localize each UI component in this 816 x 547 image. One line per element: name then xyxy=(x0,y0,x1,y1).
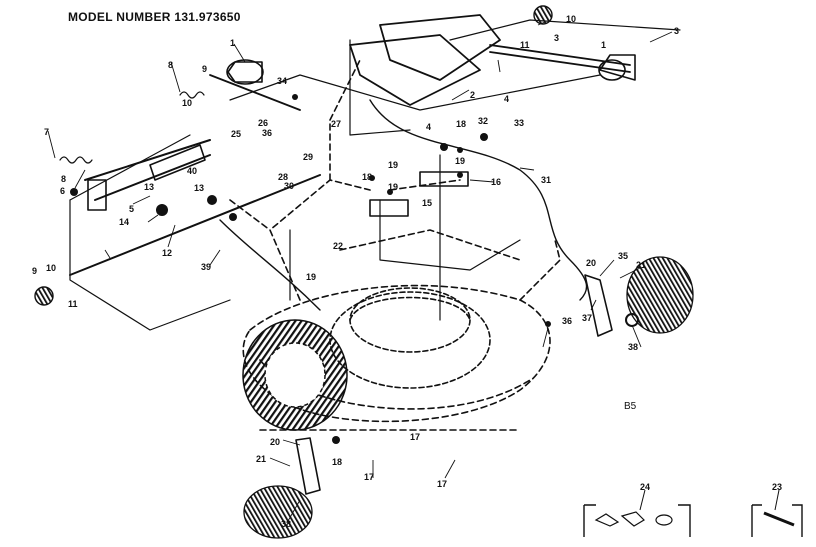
callout-label: 40 xyxy=(187,166,198,176)
callout-label: 21 xyxy=(636,260,647,270)
callout-label: 28 xyxy=(278,172,289,182)
handle-assembly xyxy=(209,14,631,111)
callout-label: 39 xyxy=(201,262,212,272)
callout-label: 24 xyxy=(640,482,651,492)
callout-label: 18 xyxy=(332,457,343,467)
springs xyxy=(59,91,205,164)
callout-label: 38 xyxy=(628,342,639,352)
bushings xyxy=(226,54,636,85)
callout-label: 22 xyxy=(333,241,344,251)
parts-boxes xyxy=(583,489,803,537)
callout-label: 36 xyxy=(262,128,273,138)
callout-label: 19 xyxy=(455,156,466,166)
callout-label: 21 xyxy=(256,454,267,464)
wheel-cap-left xyxy=(34,286,54,306)
frame-outline xyxy=(69,19,681,331)
brackets xyxy=(87,144,613,495)
callout-label: 17 xyxy=(437,479,448,489)
callout-label: 2 xyxy=(470,90,476,100)
callout-label: 4 xyxy=(504,94,510,104)
callout-label: 14 xyxy=(119,217,130,227)
section-reference: B5 xyxy=(624,401,637,412)
callout-label: 17 xyxy=(364,472,375,482)
callout-label: 18 xyxy=(456,119,467,129)
callout-label: 11 xyxy=(520,40,530,50)
callout-label: 35 xyxy=(618,251,629,261)
model-number-title: MODEL NUMBER 131.973650 xyxy=(68,10,241,24)
callout-label: 17 xyxy=(410,432,421,442)
callout-label: 10 xyxy=(46,263,57,273)
callout-label: 9 xyxy=(32,266,38,276)
callout-label: 18 xyxy=(362,172,373,182)
callout-label: 29 xyxy=(303,152,314,162)
callout-label: 1 xyxy=(230,38,236,48)
callout-label: 19 xyxy=(306,272,317,282)
engine-body xyxy=(329,287,491,389)
callout-label: 8 xyxy=(168,60,174,70)
callout-label: 33 xyxy=(514,118,525,128)
front-right-wheel xyxy=(626,256,694,334)
callout-label: 15 xyxy=(422,198,433,208)
callout-label: 27 xyxy=(331,119,342,129)
callout-label: 5 xyxy=(129,204,135,214)
callout-label: 16 xyxy=(491,177,502,187)
callout-label: 20 xyxy=(586,258,597,268)
fasteners xyxy=(70,94,551,444)
callout-label: 10 xyxy=(182,98,193,108)
callout-label: 1 xyxy=(601,40,607,50)
callout-label: 4 xyxy=(426,122,432,132)
callout-label: 23 xyxy=(772,482,783,492)
callout-label: 13 xyxy=(194,183,205,193)
drive-cable xyxy=(219,99,588,311)
callout-label: 12 xyxy=(162,248,173,258)
callout-label: 37 xyxy=(582,313,593,323)
callout-label: 19 xyxy=(388,160,399,170)
wheel-cap-right xyxy=(533,5,553,25)
callout-label: 3 xyxy=(674,26,680,36)
callout-label: 13 xyxy=(144,182,155,192)
callout-label: 25 xyxy=(231,129,242,139)
callout-label: 9 xyxy=(202,64,208,74)
callout-label: 30 xyxy=(284,181,295,191)
rear-axle xyxy=(69,139,321,276)
wheels xyxy=(34,5,694,539)
callout-label: 6 xyxy=(60,186,66,196)
callout-label: 19 xyxy=(388,182,399,192)
callout-label: 3 xyxy=(554,33,560,43)
callout-label: 31 xyxy=(541,175,552,185)
callout-label: 20 xyxy=(270,437,281,447)
callout-label: 10 xyxy=(566,14,577,24)
callout-label: 34 xyxy=(277,76,288,86)
front-left-wheel xyxy=(243,485,313,539)
callout-label: 38 xyxy=(281,519,292,529)
callout-label: 11 xyxy=(68,299,78,309)
callout-label: 8 xyxy=(61,174,67,184)
callout-label: 7 xyxy=(44,127,50,137)
leader-lines xyxy=(47,21,673,522)
callout-label: 32 xyxy=(478,116,489,126)
callout-label: 26 xyxy=(258,118,269,128)
callout-label: 36 xyxy=(562,316,573,326)
